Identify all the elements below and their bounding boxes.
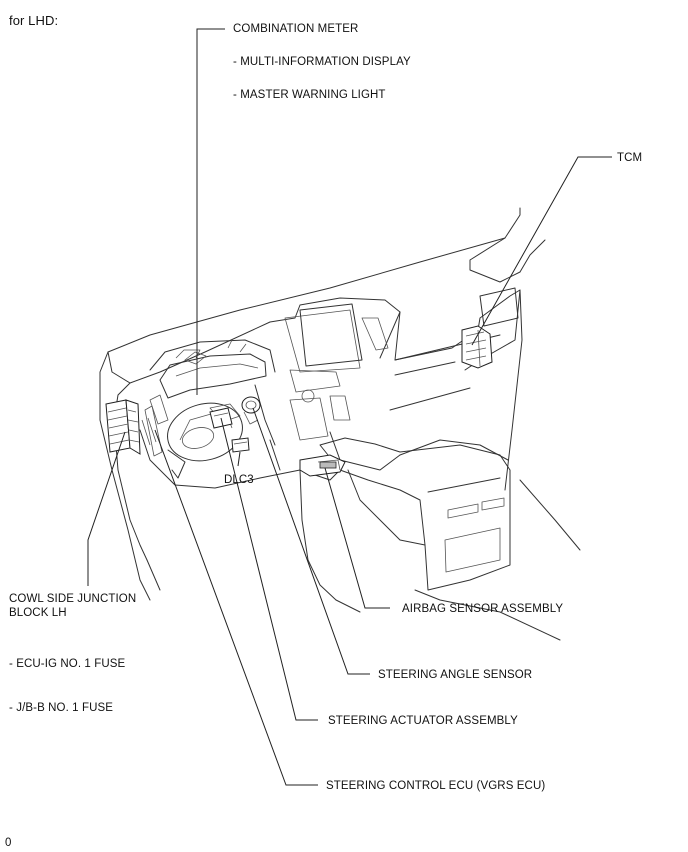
label-steering-actuator-assembly: STEERING ACTUATOR ASSEMBLY (328, 715, 518, 727)
figure-code: 0 (5, 837, 12, 849)
dashboard-outline (99, 207, 581, 641)
label-tcm: TCM (617, 152, 643, 164)
combination-meter-part (184, 351, 207, 365)
cowl-side-junction-block-part (105, 399, 141, 455)
steering-angle-sensor-part (241, 396, 261, 425)
label-combination-meter: COMBINATION METER (233, 23, 359, 35)
label-cowl-side-junction-line1: COWL SIDE JUNCTION (9, 593, 137, 605)
label-steering-control-ecu: STEERING CONTROL ECU (VGRS ECU) (326, 780, 546, 792)
page-title: for LHD: (9, 13, 59, 28)
label-dlc3: DLC3 (224, 474, 254, 486)
leader-dlc3 (237, 451, 241, 467)
label-ecu-ig-fuse: - ECU-IG NO. 1 FUSE (9, 658, 126, 670)
label-jb-b-fuse: - J/B-B NO. 1 FUSE (9, 702, 114, 714)
dlc3-part (231, 437, 250, 453)
leader-combination-meter (196, 28, 225, 395)
leader-airbag-sensor (324, 467, 390, 609)
leader-steering-angle-sensor (252, 407, 370, 675)
leader-lines (87, 28, 612, 786)
leader-cowl-side-junction (87, 431, 126, 586)
label-steering-angle-sensor: STEERING ANGLE SENSOR (378, 669, 533, 681)
label-airbag-sensor-assembly: AIRBAG SENSOR ASSEMBLY (402, 603, 564, 615)
label-cowl-side-junction-line2: BLOCK LH (9, 607, 67, 619)
tcm-part (461, 325, 493, 369)
leader-steering-actuator (220, 417, 318, 721)
leader-tcm (471, 156, 612, 346)
label-master-warning-light: - MASTER WARNING LIGHT (233, 89, 386, 101)
leader-steering-control-ecu (154, 429, 318, 786)
label-multi-information-display: - MULTI-INFORMATION DISPLAY (233, 56, 411, 68)
airbag-sensor-part (299, 454, 346, 477)
